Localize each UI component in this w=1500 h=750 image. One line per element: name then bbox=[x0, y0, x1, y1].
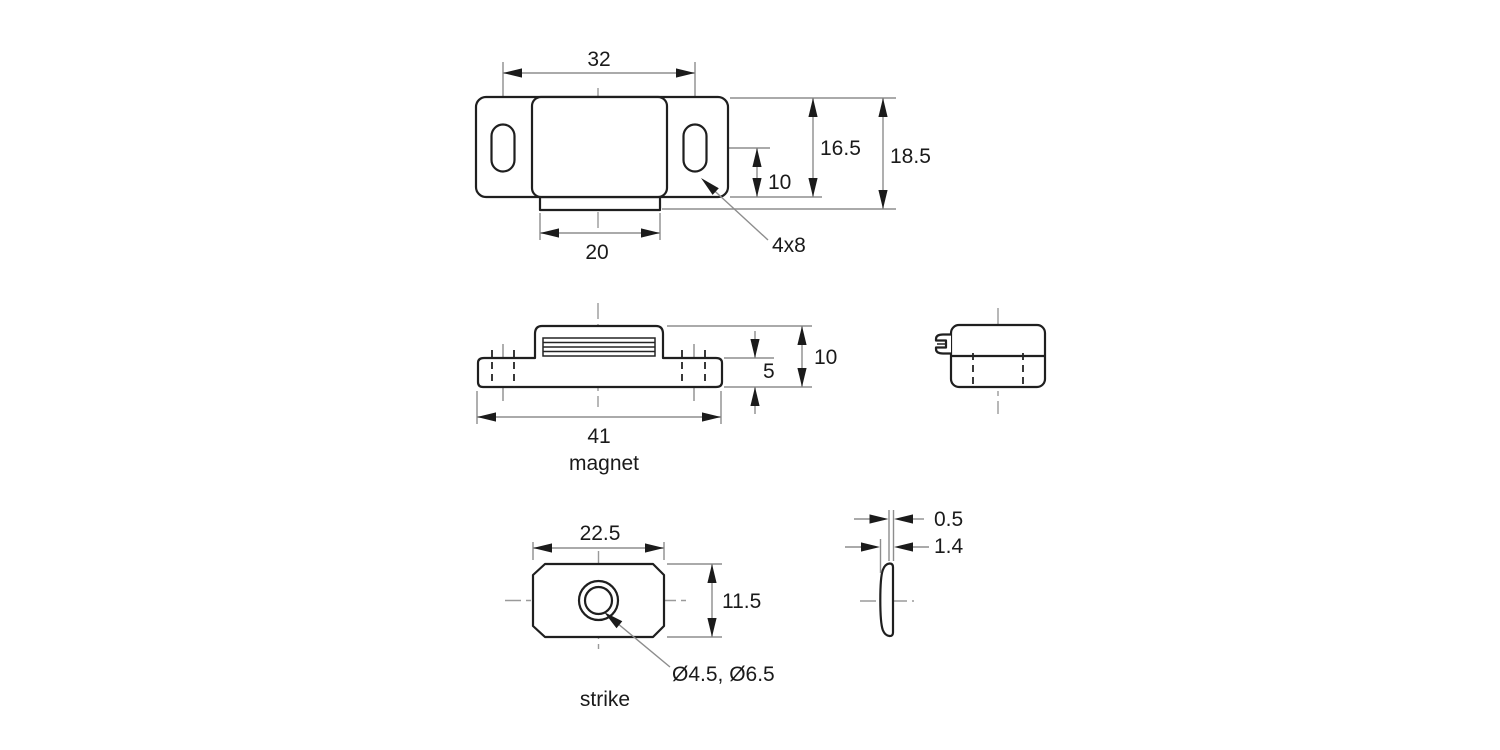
leader-4x8-line bbox=[705, 182, 769, 241]
dim-20-text: 20 bbox=[585, 241, 608, 264]
dim-41-text: 41 bbox=[587, 425, 610, 448]
arrowhead bbox=[808, 98, 818, 117]
dim-5-text: 5 bbox=[763, 360, 775, 383]
arrowhead bbox=[645, 543, 664, 553]
arrowhead bbox=[894, 542, 913, 552]
bottom-lip bbox=[538, 195, 662, 212]
slot-left bbox=[490, 123, 516, 173]
dim-32-text: 32 bbox=[587, 48, 610, 71]
dim-22-5-text: 22.5 bbox=[580, 522, 621, 545]
arrowhead bbox=[808, 178, 818, 197]
dim-16-5-text: 16.5 bbox=[820, 137, 861, 160]
arrowhead bbox=[878, 98, 888, 117]
arrowhead bbox=[869, 514, 889, 524]
dim-10h-text: 10 bbox=[814, 346, 837, 369]
catch-housing bbox=[530, 95, 669, 199]
leader-hole-line bbox=[610, 617, 671, 668]
arrowhead bbox=[707, 618, 717, 637]
arrowhead bbox=[750, 339, 760, 358]
dim-18-5-text: 18.5 bbox=[890, 145, 931, 168]
dim-hole-text: Ø4.5, Ø6.5 bbox=[672, 663, 775, 686]
strike-side-view: 0.5 1.4 bbox=[845, 508, 964, 638]
arrowhead bbox=[676, 68, 695, 78]
arrowhead bbox=[752, 148, 762, 167]
dim-10-text: 10 bbox=[768, 171, 791, 194]
dim-4x8-text: 4x8 bbox=[772, 234, 806, 257]
arrowhead bbox=[641, 228, 660, 238]
leader-arrowhead bbox=[701, 178, 719, 195]
arrowhead bbox=[707, 564, 717, 583]
magnet-side-view: 41 magnet 5 10 bbox=[476, 303, 837, 475]
dim-1-4-text: 1.4 bbox=[934, 535, 964, 558]
arrowhead bbox=[540, 228, 559, 238]
magnet-label: magnet bbox=[569, 452, 639, 475]
arrowhead bbox=[477, 412, 496, 422]
arrowhead bbox=[878, 190, 888, 209]
arrowhead bbox=[797, 368, 807, 387]
arrowhead bbox=[797, 326, 807, 345]
arrowhead bbox=[752, 178, 762, 197]
strike-side-profile bbox=[879, 562, 895, 638]
arrowhead bbox=[533, 543, 552, 553]
magnet-end-view bbox=[934, 308, 1047, 414]
arrowhead bbox=[702, 412, 721, 422]
arrowhead bbox=[750, 387, 760, 406]
arrowhead bbox=[894, 514, 913, 524]
slot-right bbox=[682, 123, 708, 173]
dim-0-5-text: 0.5 bbox=[934, 508, 963, 531]
strike-label: strike bbox=[580, 688, 630, 711]
strike-top-view: 22.5 11.5 Ø4.5, Ø6.5 strike bbox=[505, 522, 775, 711]
arrowhead bbox=[861, 542, 880, 552]
strike-hole-inner bbox=[583, 585, 614, 616]
arrowhead bbox=[503, 68, 522, 78]
leader-arrowhead bbox=[604, 612, 623, 629]
dim-11-5-text: 11.5 bbox=[722, 590, 761, 613]
top-view: 32 16.5 18.5 10 20 4x8 bbox=[474, 48, 931, 264]
